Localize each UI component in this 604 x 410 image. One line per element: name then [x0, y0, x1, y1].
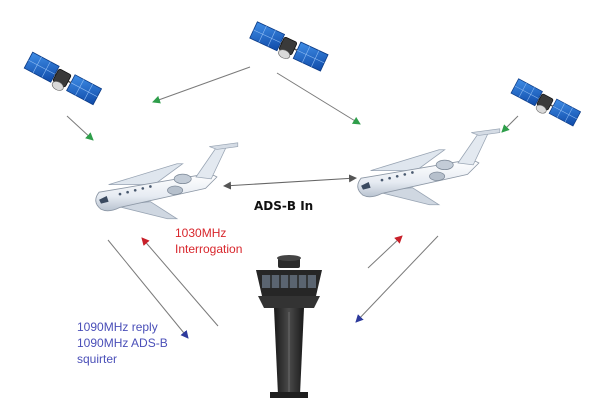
airplane-icon-right [357, 128, 501, 206]
control-tower-icon [256, 255, 322, 398]
airplane-icon-left [95, 142, 239, 220]
arrow-1030-interrogation-right [367, 235, 403, 269]
arrow-1090-reply-left [107, 239, 189, 339]
squitter-label: squirter [77, 352, 118, 366]
reply-label: 1090MHz reply [77, 320, 158, 334]
arrow-1030-interrogation-left [141, 237, 219, 327]
interrogation-frequency-label: 1030MHz [175, 226, 227, 240]
arrow-1090-reply-right [355, 235, 439, 323]
arrow-left-sat-to-left-plane [66, 115, 94, 141]
arrow-top-sat-to-left-plane [152, 66, 251, 104]
satellite-icon-right [508, 78, 582, 130]
squitter-frequency-label: 1090MHz ADS-B [77, 336, 168, 350]
arrow-top-sat-to-right-plane [276, 72, 361, 125]
satellite-icon-left [21, 51, 103, 110]
satellite-icon-top [247, 21, 329, 76]
arrow-right-sat-to-right-plane [501, 115, 519, 133]
arrow-adsb-in-air-to-air [223, 174, 357, 190]
adsb-in-label: ADS-B In [254, 199, 314, 213]
interrogation-label: Interrogation [175, 242, 243, 256]
